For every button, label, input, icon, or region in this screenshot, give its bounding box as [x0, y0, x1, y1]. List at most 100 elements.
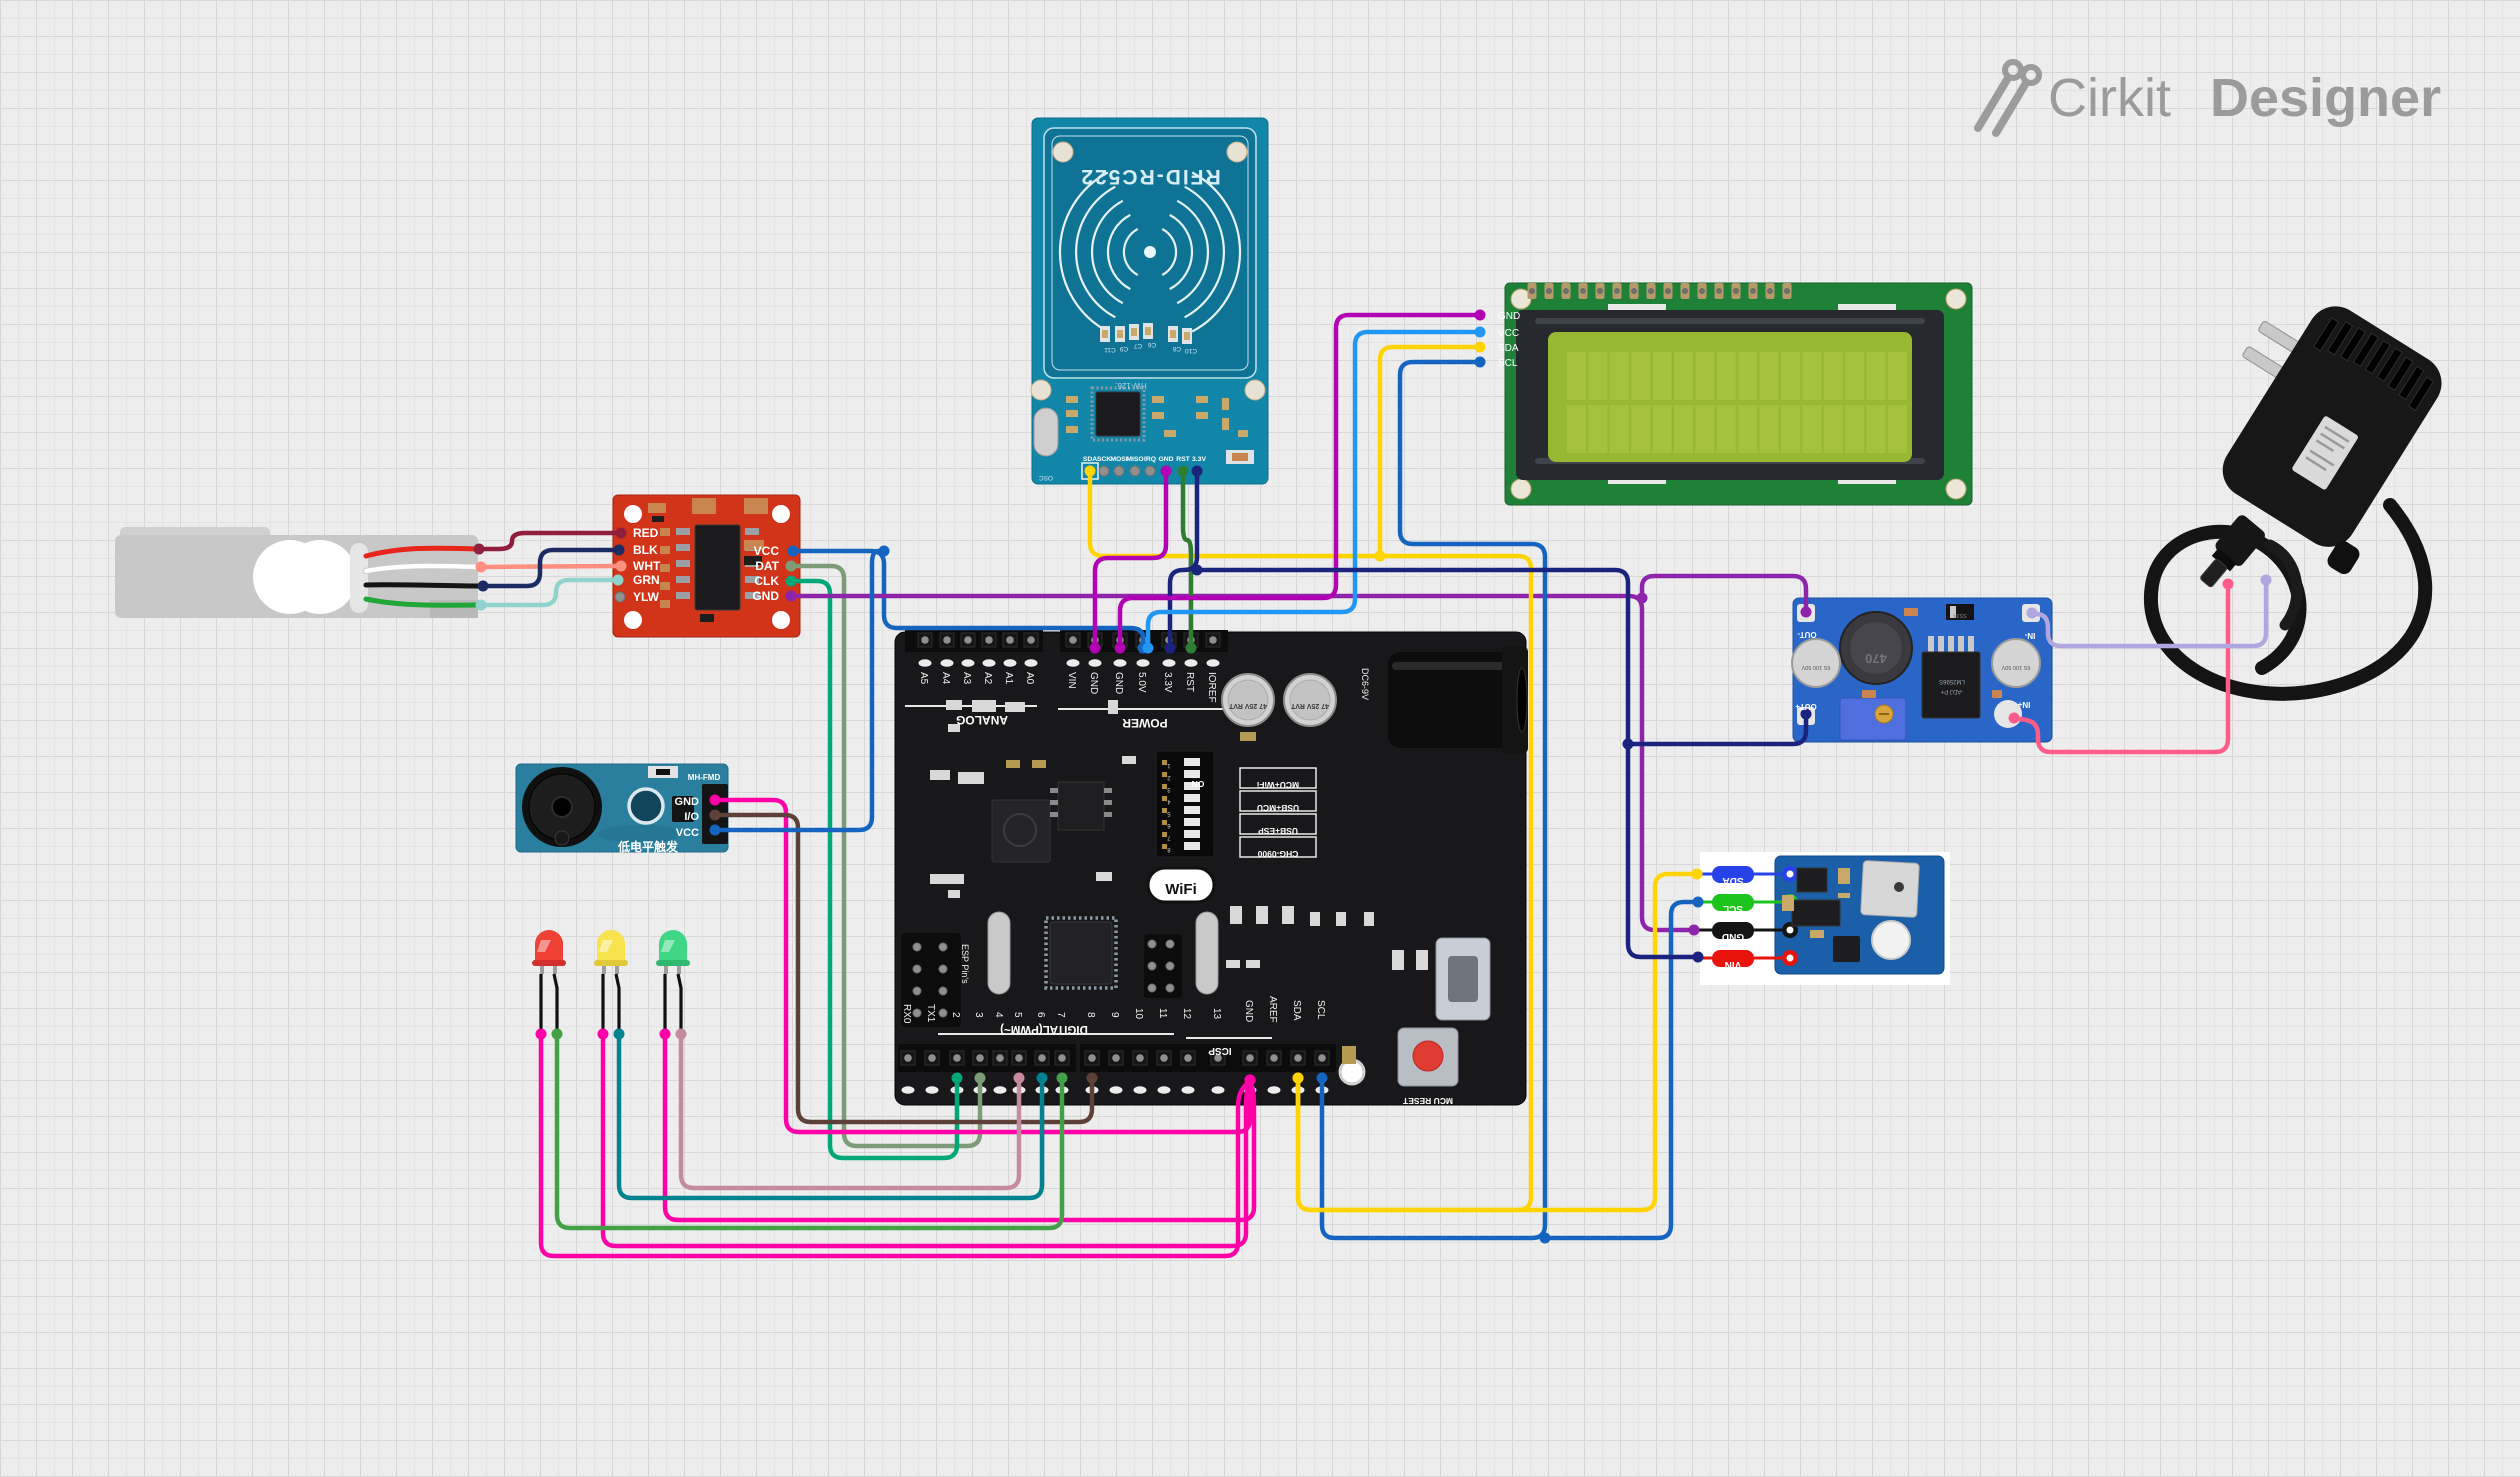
wire-endpoint-adapter-minus[interactable] — [2260, 574, 2272, 586]
wire-endpoint-buck-out-plus[interactable] — [1800, 708, 1812, 720]
led-green[interactable] — [656, 930, 690, 1034]
wire-endpoint-aht-sda[interactable] — [1292, 1072, 1304, 1084]
wire-endpoint-led-yellow-cathode[interactable] — [597, 1028, 609, 1040]
wire-led-yellow-cathode[interactable] — [600, 1031, 1253, 1249]
wire-endpoint-led-green-anode[interactable] — [1013, 1072, 1025, 1084]
wire-led-red-anode[interactable] — [554, 1031, 1065, 1231]
wire-endpoint-buck-out-minus[interactable] — [1636, 592, 1648, 604]
wire-endpoint-hx711-clk[interactable] — [785, 575, 797, 587]
wire-endpoint-hx711-dat[interactable] — [785, 560, 797, 572]
led-yellow[interactable] — [594, 930, 628, 1034]
wire-loadcell-blk[interactable] — [480, 547, 622, 589]
wire-endpoint-buck-out-minus[interactable] — [1800, 606, 1812, 618]
wire-endpoint-led-red-anode[interactable] — [1056, 1072, 1068, 1084]
wire-loadcell-red[interactable] — [476, 530, 624, 552]
wire-endpoint-aht-scl[interactable] — [1692, 896, 1704, 908]
wire-endpoint-rfid-gnd[interactable] — [1089, 642, 1101, 654]
wire-endpoint-hx711-gnd[interactable] — [1688, 924, 1700, 936]
wire-endpoint-hx711-clk[interactable] — [951, 1072, 963, 1084]
wire-endpoint-led-green-cathode[interactable] — [659, 1028, 671, 1040]
wire-led-red-cathode[interactable] — [538, 1031, 1253, 1259]
wire-endpoint-led-green-cathode[interactable] — [1244, 1074, 1256, 1086]
wire-lcd-sda[interactable] — [1377, 344, 1483, 559]
wire-endpoint-loadcell-wht[interactable] — [475, 561, 487, 573]
wire-endpoint-led-red-cathode[interactable] — [535, 1028, 547, 1040]
wire-led-green-cathode[interactable] — [662, 1031, 1257, 1223]
wire-endpoint-rfid-3v3[interactable] — [1164, 642, 1176, 654]
lcd16x2-display[interactable] — [1504, 282, 1973, 506]
wire-hx711-clk[interactable] — [788, 578, 960, 1161]
power-adapter[interactable] — [2143, 275, 2467, 701]
wire-endpoint-lcd-gnd[interactable] — [1474, 309, 1486, 321]
wire-endpoint-hx711-gnd[interactable] — [785, 590, 797, 602]
load-cell[interactable] — [115, 527, 486, 618]
wire-endpoint-rfid-gnd[interactable] — [1160, 465, 1172, 477]
wire-hx711-gnd[interactable] — [788, 593, 1697, 933]
wire-endpoint-led-yellow-anode[interactable] — [613, 1028, 625, 1040]
wire-endpoint-hx711-dat[interactable] — [974, 1072, 986, 1084]
wire-endpoint-led-yellow-anode[interactable] — [1036, 1072, 1048, 1084]
wire-rfid-gnd[interactable] — [1092, 468, 1169, 651]
wire-endpoint-hx711-vcc[interactable] — [787, 545, 799, 557]
label: 7 — [1055, 1012, 1066, 1018]
wire-endpoint-rfid-rst[interactable] — [1185, 642, 1197, 654]
wire-endpoint-led-red-anode[interactable] — [551, 1028, 563, 1040]
wire-hx711-dat[interactable] — [788, 563, 983, 1149]
wire-endpoint-lcd-scl[interactable] — [1474, 356, 1486, 368]
wire-led-yellow-anode[interactable] — [616, 1031, 1045, 1201]
wire-endpoint-lcd-vcc[interactable] — [1142, 642, 1154, 654]
wire-loadcell-wht[interactable] — [478, 563, 624, 570]
wire-endpoint-aht-vin[interactable] — [1191, 564, 1203, 576]
wire-endpoint-adapter-minus[interactable] — [2026, 607, 2038, 619]
wire-endpoint-rfid-3v3[interactable] — [1191, 465, 1203, 477]
arduino-mcu-pins — [1044, 916, 1118, 990]
wire-endpoint-buzzer-gnd[interactable] — [709, 794, 721, 806]
wire-lcd-scl[interactable] — [1319, 359, 1548, 1241]
arduino-reset-button-cap[interactable] — [1412, 1040, 1444, 1072]
wire-endpoint-lcd-vcc[interactable] — [1474, 326, 1486, 338]
wire-adapter-minus[interactable] — [2029, 577, 2269, 649]
wire-endpoint-loadcell-blk[interactable] — [477, 580, 489, 592]
wire-endpoint-aht-vin[interactable] — [1692, 951, 1704, 963]
wire-endpoint-adapter-plus[interactable] — [2222, 578, 2234, 590]
wire-endpoint-buzzer-vcc[interactable] — [878, 545, 890, 557]
wire-aht-sda[interactable] — [1295, 871, 1700, 1213]
wire-endpoint-loadcell-grn[interactable] — [475, 599, 487, 611]
led-red[interactable] — [532, 930, 566, 1034]
wire-lcd-gnd[interactable] — [1117, 312, 1483, 651]
wire-rfid-rst[interactable] — [1180, 468, 1194, 651]
wire-endpoint-buzzer-io[interactable] — [709, 809, 721, 821]
wire-endpoint-aht-scl[interactable] — [1539, 1232, 1551, 1244]
wire-endpoint-lcd-sda[interactable] — [1474, 341, 1486, 353]
wire-endpoint-loadcell-blk[interactable] — [613, 544, 625, 556]
wire-endpoint-led-green-anode[interactable] — [675, 1028, 687, 1040]
wire-loadcell-grn[interactable] — [478, 577, 621, 608]
wire-endpoint-lcd-sda[interactable] — [1374, 550, 1386, 562]
wire-endpoint-buck-out-plus[interactable] — [1622, 738, 1634, 750]
wire-endpoint-lcd-scl[interactable] — [1316, 1072, 1328, 1084]
rfid-rc522-module[interactable] — [1030, 117, 1269, 485]
wire-rfid-3v3[interactable] — [1167, 468, 1200, 651]
wire-endpoint-rfid-sda[interactable] — [1084, 465, 1096, 477]
wire-endpoint-adapter-plus[interactable] — [2008, 712, 2020, 724]
wire-endpoint-buzzer-vcc[interactable] — [709, 824, 721, 836]
wire-buzzer-io[interactable] — [712, 812, 1095, 1125]
wire-endpoint-loadcell-red[interactable] — [615, 527, 627, 539]
wire-endpoint-loadcell-grn[interactable] — [612, 574, 624, 586]
wire-buzzer-vcc[interactable] — [712, 548, 887, 833]
arduino-dip-toggles[interactable] — [1184, 758, 1200, 850]
wire-adapter-plus[interactable] — [2011, 581, 2231, 755]
wire-endpoint-loadcell-red[interactable] — [473, 543, 485, 555]
wire-aht-scl[interactable] — [1542, 899, 1701, 1241]
wire-aht-vin[interactable] — [1194, 567, 1701, 960]
wire-endpoint-rfid-rst[interactable] — [1177, 465, 1189, 477]
wire-lcd-vcc[interactable] — [1145, 329, 1483, 651]
aht-temp-sensor-module[interactable] — [1698, 852, 1950, 985]
wire-endpoint-lcd-gnd[interactable] — [1114, 642, 1126, 654]
wire-led-green-anode[interactable] — [678, 1031, 1022, 1191]
wire-endpoint-aht-sda[interactable] — [1691, 868, 1703, 880]
wire-buck-out-minus[interactable] — [1639, 573, 1809, 615]
wire-endpoint-loadcell-wht[interactable] — [615, 560, 627, 572]
wire-buck-out-plus[interactable] — [1625, 711, 1809, 747]
wire-endpoint-buzzer-io[interactable] — [1086, 1072, 1098, 1084]
